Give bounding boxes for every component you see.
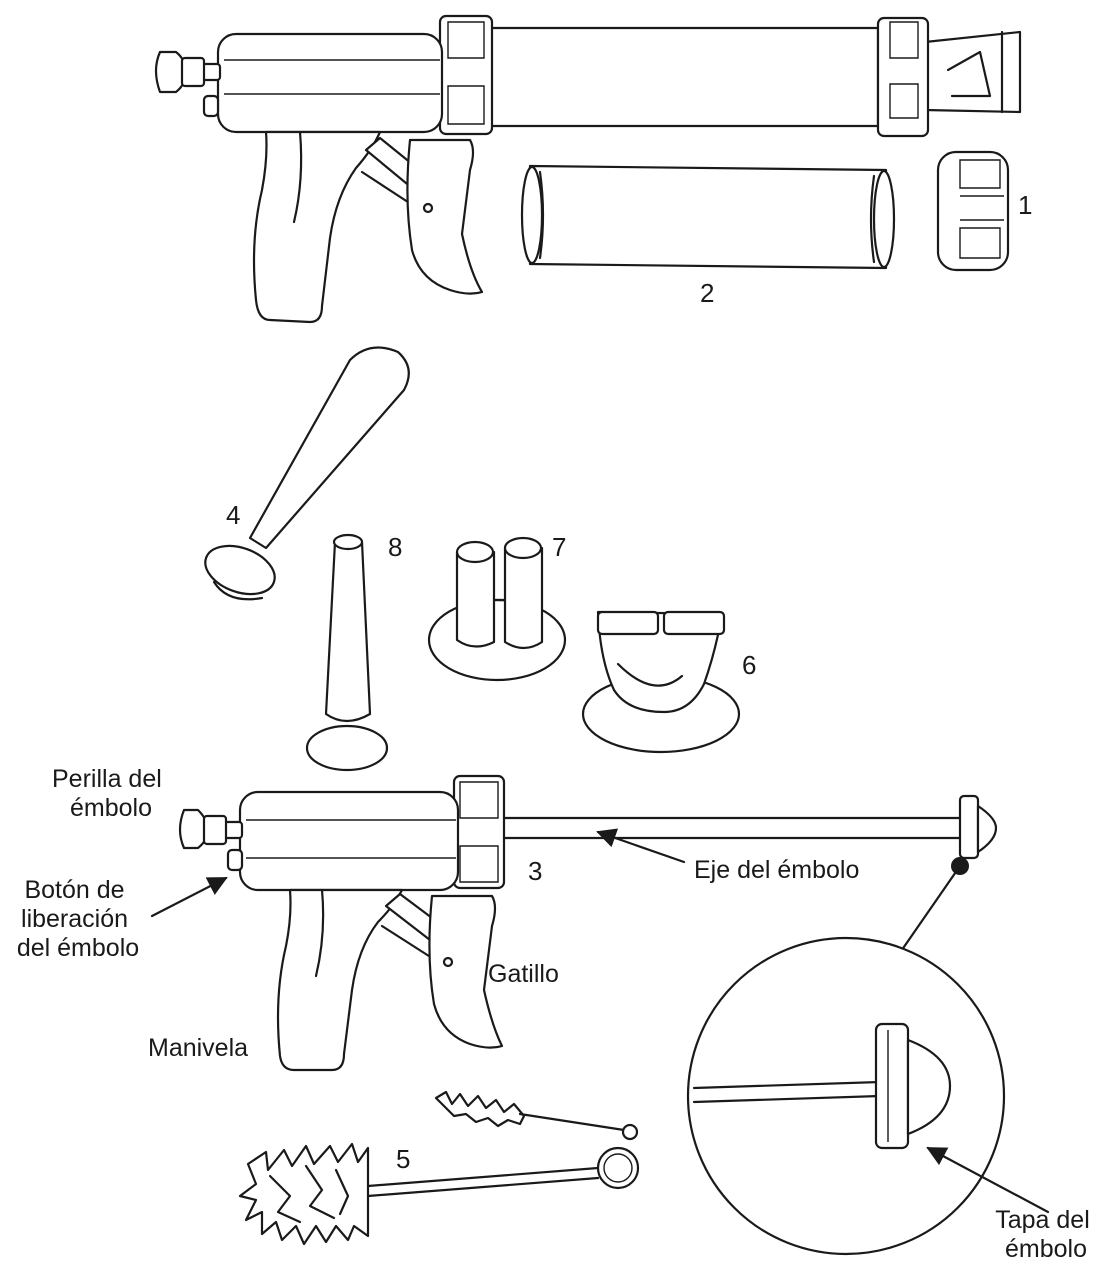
nozzle-cap-part: [936, 150, 1010, 272]
plunger-cap-detail-zoom: [686, 857, 1006, 1256]
part-2-number: 2: [700, 278, 714, 308]
part-1-number: 1: [1018, 190, 1032, 220]
assembled-gun-illustration: [154, 14, 1022, 324]
plunger-cap-label: Tapa del émbolo: [995, 1206, 1096, 1263]
part-5-number: 5: [396, 1144, 410, 1174]
part-8-number: 8: [388, 532, 402, 562]
barrel-tube-part: [520, 164, 896, 270]
tamper-part: [204, 346, 410, 601]
trigger-label: Gatillo: [488, 960, 559, 988]
cleaning-brushes-part: [238, 1090, 640, 1246]
part-4-number: 4: [226, 500, 240, 530]
double-nozzle-part: [427, 536, 567, 682]
plunger-knob-label: Perilla del émbolo: [52, 765, 169, 822]
callout-arrows: [150, 828, 1050, 1214]
single-nozzle-part: [305, 533, 389, 772]
plunger-assembly-illustration: [178, 774, 998, 1072]
plunger-shaft-label: Eje del émbolo: [694, 856, 859, 884]
handle-label: Manivela: [148, 1034, 248, 1062]
flat-nozzle-part: [581, 610, 741, 754]
part-7-number: 7: [552, 532, 566, 562]
part-3-number: 3: [528, 856, 542, 886]
part-6-number: 6: [742, 650, 756, 680]
release-button-label: Botón de liberación del émbolo: [17, 876, 139, 962]
